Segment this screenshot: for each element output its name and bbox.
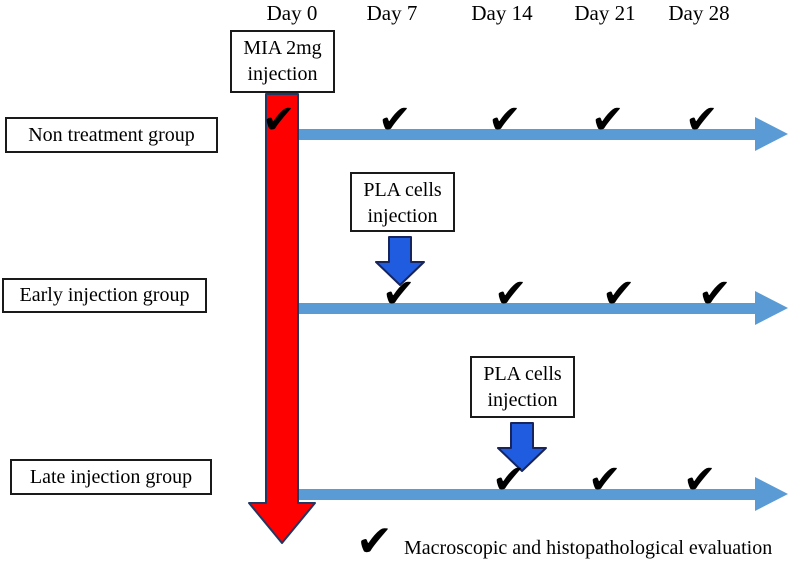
timeline-late-injection — [298, 489, 755, 500]
pla-late-injection-box: PLA cells injection — [470, 356, 575, 418]
group-label-non-treatment: Non treatment group — [28, 123, 195, 146]
timeline-arrowhead-icon — [755, 291, 788, 325]
check-icon-g1-day0: ✔ — [262, 97, 296, 143]
check-icon-g2-day7: ✔ — [382, 271, 416, 317]
pla-early-line1: PLA cells — [363, 179, 442, 201]
timeline-arrowhead-icon — [755, 477, 788, 511]
timeline-early-injection — [298, 303, 755, 314]
check-icon-g2-day14: ✔ — [494, 271, 528, 317]
legend-text: Macroscopic and histopathological evalua… — [404, 537, 773, 559]
check-icon-g2-day21: ✔ — [602, 271, 636, 317]
mia-injection-line1: MIA 2mg — [243, 37, 322, 59]
mia-injection-box: MIA 2mg injection — [230, 30, 335, 93]
group-label-late-injection: Late injection group — [29, 465, 193, 488]
day-label-0: Day 0 — [266, 1, 318, 25]
timeline-arrowhead-icon — [755, 117, 788, 151]
pla-late-injection-arrow — [497, 422, 547, 472]
check-icon-g1-day28: ✔ — [685, 97, 719, 143]
pla-late-line1: PLA cells — [483, 363, 562, 385]
pla-early-arrow-shape — [375, 236, 425, 286]
check-icon-g1-day14: ✔ — [488, 97, 522, 143]
pla-early-injection-box: PLA cells injection — [350, 172, 455, 232]
pla-early-line2: injection — [367, 205, 438, 227]
day-label-14: Day 14 — [471, 1, 533, 25]
pla-early-injection-arrow — [375, 236, 425, 286]
mia-injection-arrow — [248, 93, 316, 544]
mia-arrow-shape — [248, 93, 316, 544]
check-icon-g3-day21: ✔ — [588, 457, 622, 503]
day-label-7: Day 7 — [366, 1, 418, 25]
group-label-early-injection: Early injection group — [19, 284, 190, 306]
group-box-late-injection: Late injection group — [10, 459, 212, 495]
day-label-21: Day 21 — [574, 1, 636, 25]
pla-late-line2: injection — [487, 389, 558, 411]
group-box-non-treatment: Non treatment group — [5, 117, 218, 153]
group-box-early-injection: Early injection group — [2, 278, 207, 313]
check-icon-g2-day28: ✔ — [698, 271, 732, 317]
day-label-28: Day 28 — [668, 1, 730, 25]
check-icon-g1-day21: ✔ — [591, 97, 625, 143]
check-icon-g3-day28: ✔ — [683, 457, 717, 503]
check-icon-g1-day7: ✔ — [378, 97, 412, 143]
timeline-non-treatment — [295, 129, 755, 140]
mia-injection-line2: injection — [247, 63, 318, 85]
pla-late-arrow-shape — [497, 422, 547, 472]
check-icon-legend: ✔ — [356, 516, 393, 567]
check-icon-g3-day14: ✔ — [492, 457, 526, 503]
